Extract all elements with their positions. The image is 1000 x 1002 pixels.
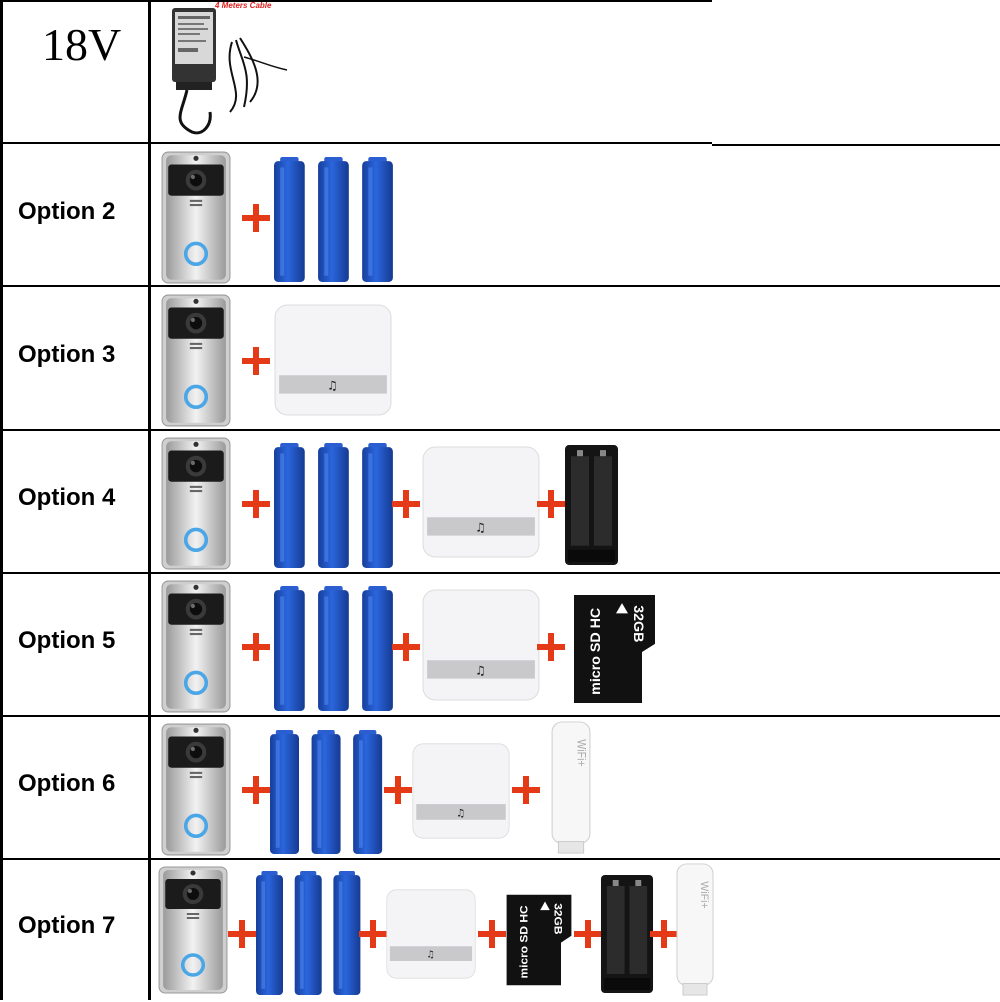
svg-text:♫: ♫ (327, 379, 338, 393)
top-border (0, 0, 712, 2)
plus-icon (537, 490, 565, 518)
plus-icon (650, 920, 678, 948)
batteries-image (274, 157, 397, 282)
row-divider (712, 144, 1000, 146)
row-divider (0, 285, 1000, 287)
plus-icon (478, 920, 506, 948)
svg-text:micro SD HC: micro SD HC (519, 905, 531, 979)
plus-icon (537, 633, 565, 661)
power-adapter-image (152, 2, 302, 140)
row-divider (0, 572, 1000, 574)
batteries-image (270, 730, 386, 854)
svg-text:32GB: 32GB (631, 605, 647, 642)
svg-text:WiFi+: WiFi+ (698, 881, 710, 908)
plus-icon (242, 204, 270, 232)
option-label: Option 4 (18, 484, 116, 511)
chime-receiver-image: ♫ (422, 446, 540, 558)
svg-text:32GB: 32GB (552, 903, 564, 934)
video-doorbell-image (160, 722, 232, 857)
video-doorbell-image (160, 436, 232, 571)
svg-text:WiFi+: WiFi+ (574, 739, 586, 766)
cable-caption: 4 Meters Cable (215, 1, 272, 10)
plus-icon (359, 920, 387, 948)
batteries-image (274, 586, 397, 711)
plus-icon (242, 490, 270, 518)
option-label: Option 5 (18, 627, 116, 654)
video-doorbell-image (157, 865, 229, 995)
video-doorbell-image (160, 293, 232, 428)
option-label: Option 7 (18, 912, 116, 939)
svg-text:♫: ♫ (475, 664, 486, 678)
wifi-repeater-image: WiFi+ (550, 720, 592, 855)
row-divider (0, 429, 1000, 431)
plus-icon (392, 490, 420, 518)
batteries-image (256, 871, 364, 995)
chime-receiver-image: ♫ (386, 889, 476, 979)
chime-receiver-image: ♫ (274, 304, 392, 416)
column-divider (148, 0, 151, 1000)
plus-icon (242, 347, 270, 375)
option-label: Option 2 (18, 198, 116, 225)
row-divider (0, 142, 712, 144)
option-label: Option 3 (18, 341, 116, 368)
wifi-repeater-image: WiFi+ (675, 862, 715, 997)
plus-icon (574, 920, 602, 948)
svg-text:♫: ♫ (475, 521, 486, 535)
row-divider (0, 858, 1000, 860)
sd-card-image: 32GB micro SD HC (505, 893, 573, 987)
chime-receiver-image: ♫ (412, 743, 510, 839)
video-doorbell-image (160, 579, 232, 714)
plus-icon (228, 920, 256, 948)
plus-icon (384, 776, 412, 804)
option-label: Option 6 (18, 770, 116, 797)
svg-text:micro SD HC: micro SD HC (587, 608, 603, 695)
battery-charger-image (600, 874, 654, 994)
video-doorbell-image (160, 150, 232, 285)
sd-card-image: 32GB micro SD HC (572, 593, 657, 705)
chime-receiver-image: ♫ (422, 589, 540, 701)
row-divider (0, 715, 1000, 717)
plus-icon (242, 633, 270, 661)
batteries-image (274, 443, 397, 568)
plus-icon (512, 776, 540, 804)
battery-charger-image (564, 444, 619, 566)
voltage-label: 18V (42, 19, 122, 70)
svg-text:♫: ♫ (456, 807, 465, 819)
plus-icon (242, 776, 270, 804)
plus-icon (392, 633, 420, 661)
left-border (0, 0, 3, 1000)
svg-text:♫: ♫ (426, 950, 434, 961)
